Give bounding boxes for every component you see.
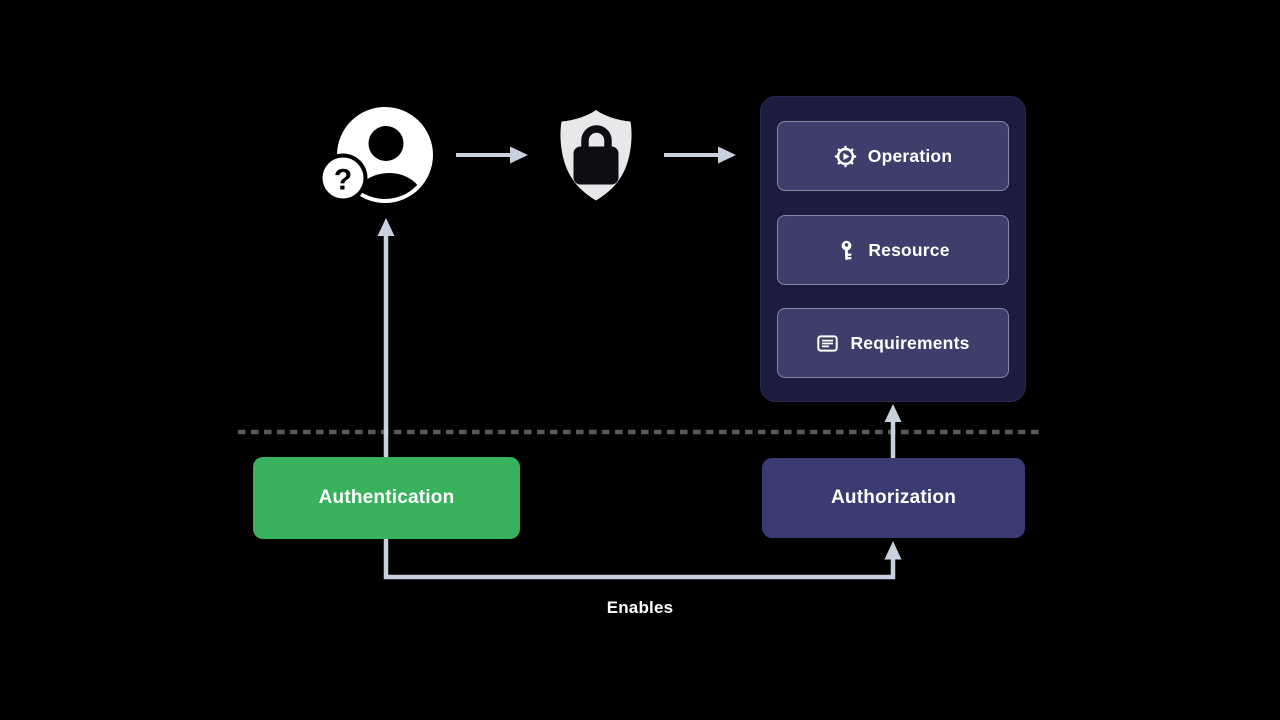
question-mark-glyph: ? [334,164,352,197]
authorization-node: Authorization [762,458,1025,538]
authentication-node: Authentication [253,457,520,539]
panel-item-requirements: Requirements [777,308,1009,378]
enables-connector-arrow [383,538,902,580]
shield-lock-icon [560,110,632,201]
authentication-label: Authentication [318,487,455,508]
shield-to-panel-arrow [664,146,736,164]
list-icon [817,334,839,352]
panel-item-label: Requirements [850,332,970,353]
authorization-criteria-panel: Operation Resource Requirements [760,96,1026,402]
authorization-label: Authorization [830,487,957,508]
panel-item-resource: Resource [777,215,1009,285]
panel-item-operation: Operation [777,121,1009,191]
gear-icon [834,145,856,167]
user-to-shield-arrow [456,146,528,164]
enables-label: Enables [606,598,674,617]
key-icon [841,240,852,260]
panel-item-label: Resource [868,239,950,260]
user-question-icon: ? [318,107,433,203]
authentication-to-user-arrow [377,218,395,458]
authorization-to-panel-arrow [884,404,902,459]
panel-item-label: Operation [867,145,953,166]
